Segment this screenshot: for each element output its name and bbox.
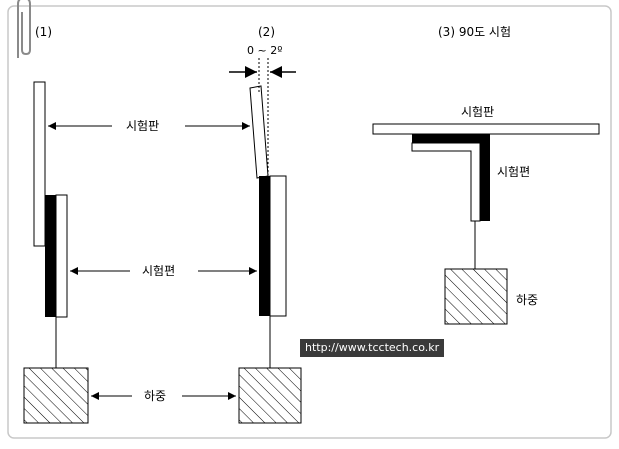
p3-load-weight <box>444 268 508 325</box>
p2-test-piece <box>269 175 287 317</box>
p1-load-weight <box>23 367 89 424</box>
p1-test-piece <box>55 194 68 318</box>
p3-load-label: 하중 <box>516 293 538 307</box>
p2-adhesive <box>259 176 270 316</box>
p2-test-plate <box>249 85 269 179</box>
angle-label: 0 ~ 2º <box>247 44 282 57</box>
p3-adhesive-vertical <box>480 143 490 221</box>
frame-border <box>7 5 612 439</box>
watermark-url: http://www.tcctech.co.kr <box>300 339 445 357</box>
p2-load-weight <box>238 367 302 424</box>
p1-test-plate <box>33 81 46 247</box>
load-label: 하중 <box>144 389 166 403</box>
panel-1-label: (1) <box>35 25 52 39</box>
p3-test-plate <box>372 123 600 135</box>
panel-2-label: (2) <box>258 25 275 39</box>
test-plate-label: 시험판 <box>126 119 159 133</box>
panel-3-label: (3) 90도 시험 <box>438 25 511 39</box>
p3-test-plate-label: 시험판 <box>461 105 494 119</box>
p1-adhesive <box>45 195 56 317</box>
test-piece-label: 시험편 <box>142 264 175 278</box>
paperclip-icon <box>17 0 31 58</box>
p3-adhesive-horizontal <box>412 134 490 143</box>
p3-test-piece <box>411 142 481 222</box>
p3-test-piece-label: 시험편 <box>497 165 530 179</box>
